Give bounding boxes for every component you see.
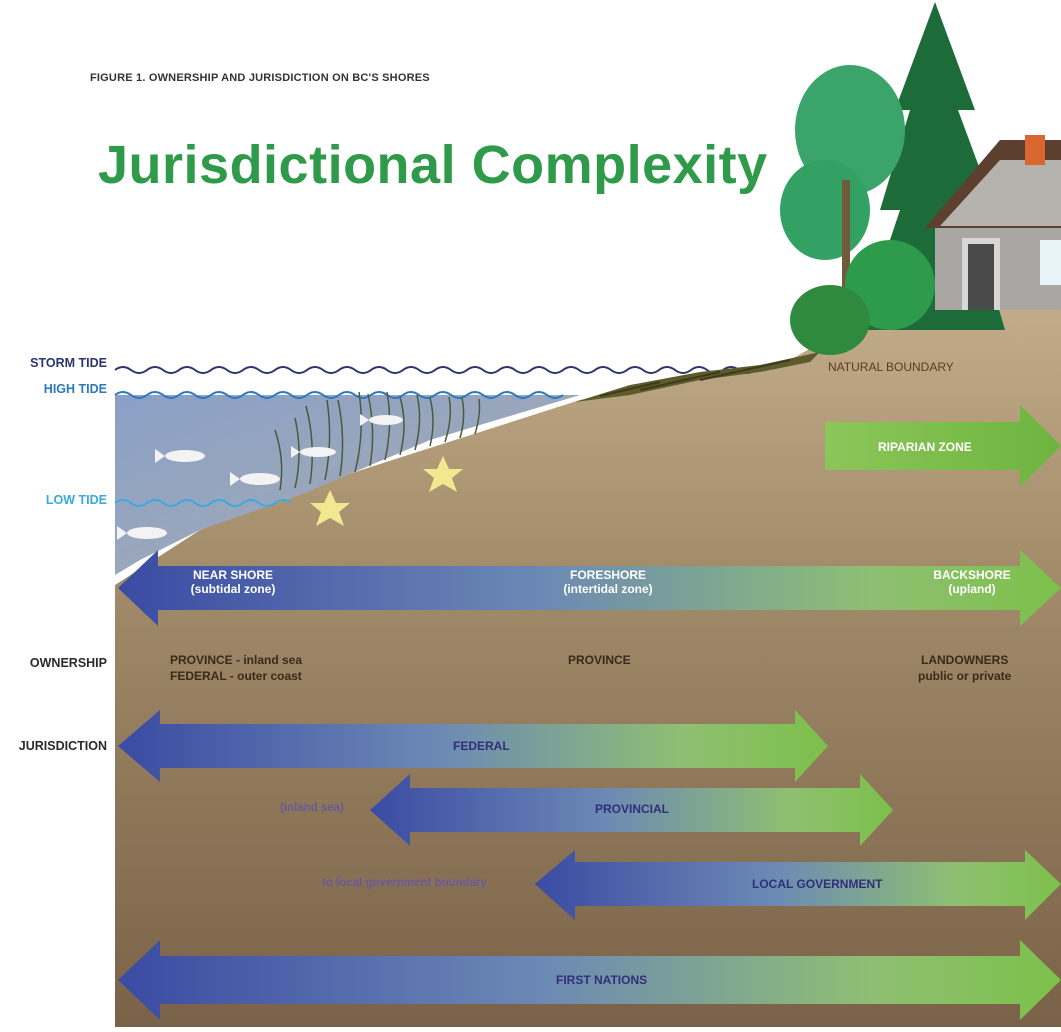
foreshore-sub: (intertidal zone): [563, 582, 653, 596]
land-area: [115, 305, 1061, 1027]
foreshore-label: FORESHORE (intertidal zone): [548, 568, 668, 596]
backshore-name: BACKSHORE: [933, 568, 1011, 582]
zone-arrow: [118, 550, 1061, 626]
backshore-label: BACKSHORE (upland): [922, 568, 1022, 596]
riparian-zone-arrow: [825, 405, 1061, 487]
local-government-note: to local government boundary: [322, 877, 487, 889]
low-tide-label: LOW TIDE: [45, 493, 107, 507]
natural-boundary-label: NATURAL BOUNDARY: [828, 360, 954, 374]
water-area: [115, 395, 580, 575]
provincial-arrow: [370, 774, 893, 846]
ownership-foreshore: PROVINCE: [568, 653, 631, 667]
federal-arrow: [118, 710, 828, 782]
storm-tide-label: STORM TIDE: [30, 356, 107, 370]
ownership-backshore-line2: public or private: [918, 669, 1012, 683]
near-shore-label: NEAR SHORE (subtidal zone): [178, 568, 288, 596]
local-government-arrow: [535, 850, 1061, 920]
foreshore-name: FORESHORE: [569, 568, 646, 582]
ownership-near-shore: PROVINCE - inland sea FEDERAL - outer co…: [170, 652, 302, 684]
house-icon: [925, 135, 1061, 310]
high-tide-label: HIGH TIDE: [43, 382, 107, 396]
page-title: Jurisdictional Complexity: [98, 135, 768, 195]
ownership-backshore: LANDOWNERS public or private: [918, 652, 1011, 684]
near-shore-name: NEAR SHORE: [192, 568, 273, 582]
first-nations-label: FIRST NATIONS: [556, 973, 648, 987]
jurisdiction-label: JURISDICTION: [18, 739, 107, 753]
local-government-label: LOCAL GOVERNMENT: [752, 877, 883, 891]
ownership-near-shore-line2: FEDERAL - outer coast: [170, 669, 302, 683]
first-nations-arrow: [118, 940, 1061, 1020]
riparian-zone-label: RIPARIAN ZONE: [878, 440, 972, 454]
high-tide-line: [114, 391, 564, 399]
storm-tide-line: [114, 366, 756, 374]
federal-label: FEDERAL: [453, 739, 510, 753]
ownership-near-shore-line1: PROVINCE - inland sea: [170, 653, 303, 667]
backshore-sub: (upland): [948, 582, 996, 596]
low-tide-line: [114, 499, 292, 507]
fish-icon: [117, 414, 403, 540]
eelgrass: [274, 391, 481, 491]
provincial-label: PROVINCIAL: [595, 802, 670, 816]
ownership-label: OWNERSHIP: [29, 656, 107, 670]
near-shore-sub: (subtidal zone): [190, 582, 276, 596]
ownership-backshore-line1: LANDOWNERS: [921, 653, 1009, 667]
provincial-note: (inland sea): [280, 802, 344, 814]
starfish-icon: [310, 456, 463, 526]
figure-caption: FIGURE 1. OWNERSHIP AND JURISDICTION ON …: [90, 72, 430, 84]
